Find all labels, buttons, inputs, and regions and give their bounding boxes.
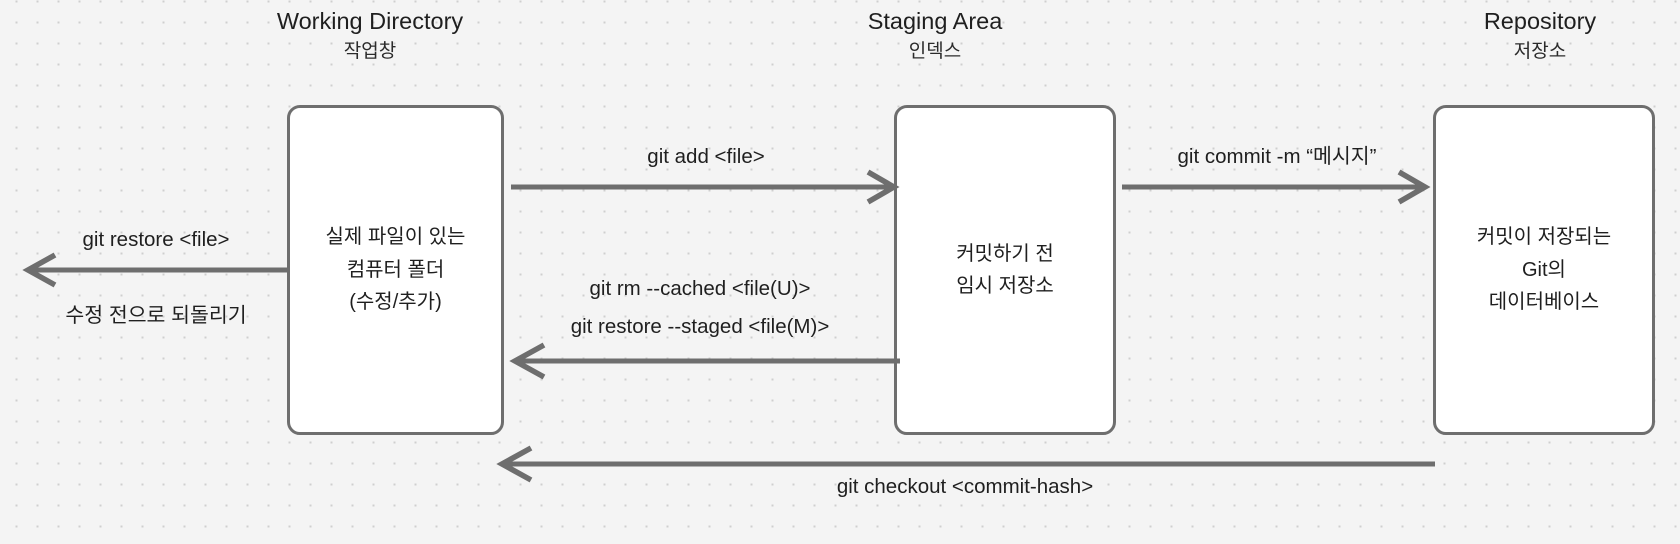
- column-title-ko-repository: 저장소: [1513, 40, 1567, 62]
- edge-label-git-commit: git commit -m “메시지”: [1177, 145, 1377, 168]
- edge-label-git-add: git add <file>: [647, 145, 765, 168]
- node-box-text-working-directory: 실제 파일이 있는 컴퓨터 폴더 (수정/추가): [325, 226, 466, 314]
- column-header-repository: Repository 저장소: [1400, 8, 1680, 63]
- column-title-en-working-directory: Working Directory: [276, 8, 464, 34]
- node-box-working-directory: 실제 파일이 있는 컴퓨터 폴더 (수정/추가): [287, 105, 504, 435]
- column-title-ko-staging-area: 인덱스: [908, 40, 962, 62]
- column-title-ko-working-directory: 작업창: [343, 40, 397, 62]
- column-title-en-repository: Repository: [1483, 8, 1597, 34]
- node-box-repository: 커밋이 저장되는 Git의 데이터베이스: [1433, 105, 1655, 435]
- column-header-staging-area: Staging Area 인덱스: [795, 8, 1075, 63]
- edge-label-git-restore-staged: git restore --staged <file(M)>: [570, 315, 830, 338]
- node-box-text-repository: 커밋이 저장되는 Git의 데이터베이스: [1476, 226, 1612, 314]
- arrow-git-restore: [22, 252, 290, 288]
- arrow-git-add: [511, 169, 900, 205]
- column-title-en-staging-area: Staging Area: [867, 8, 1003, 34]
- edge-label-git-rm-cached: git rm --cached <file(U)>: [589, 277, 811, 300]
- column-header-working-directory: Working Directory 작업창: [230, 8, 510, 63]
- arrow-git-commit: [1122, 169, 1431, 205]
- edge-label-git-restore-ko: 수정 전으로 되돌리기: [65, 304, 247, 327]
- node-box-staging-area: 커밋하기 전 임시 저장소: [894, 105, 1116, 435]
- arrow-git-unstage: [509, 342, 900, 380]
- edge-label-git-checkout: git checkout <commit-hash>: [836, 475, 1094, 498]
- node-box-text-staging-area: 커밋하기 전 임시 저장소: [956, 242, 1054, 297]
- edge-label-git-restore: git restore <file>: [82, 228, 230, 251]
